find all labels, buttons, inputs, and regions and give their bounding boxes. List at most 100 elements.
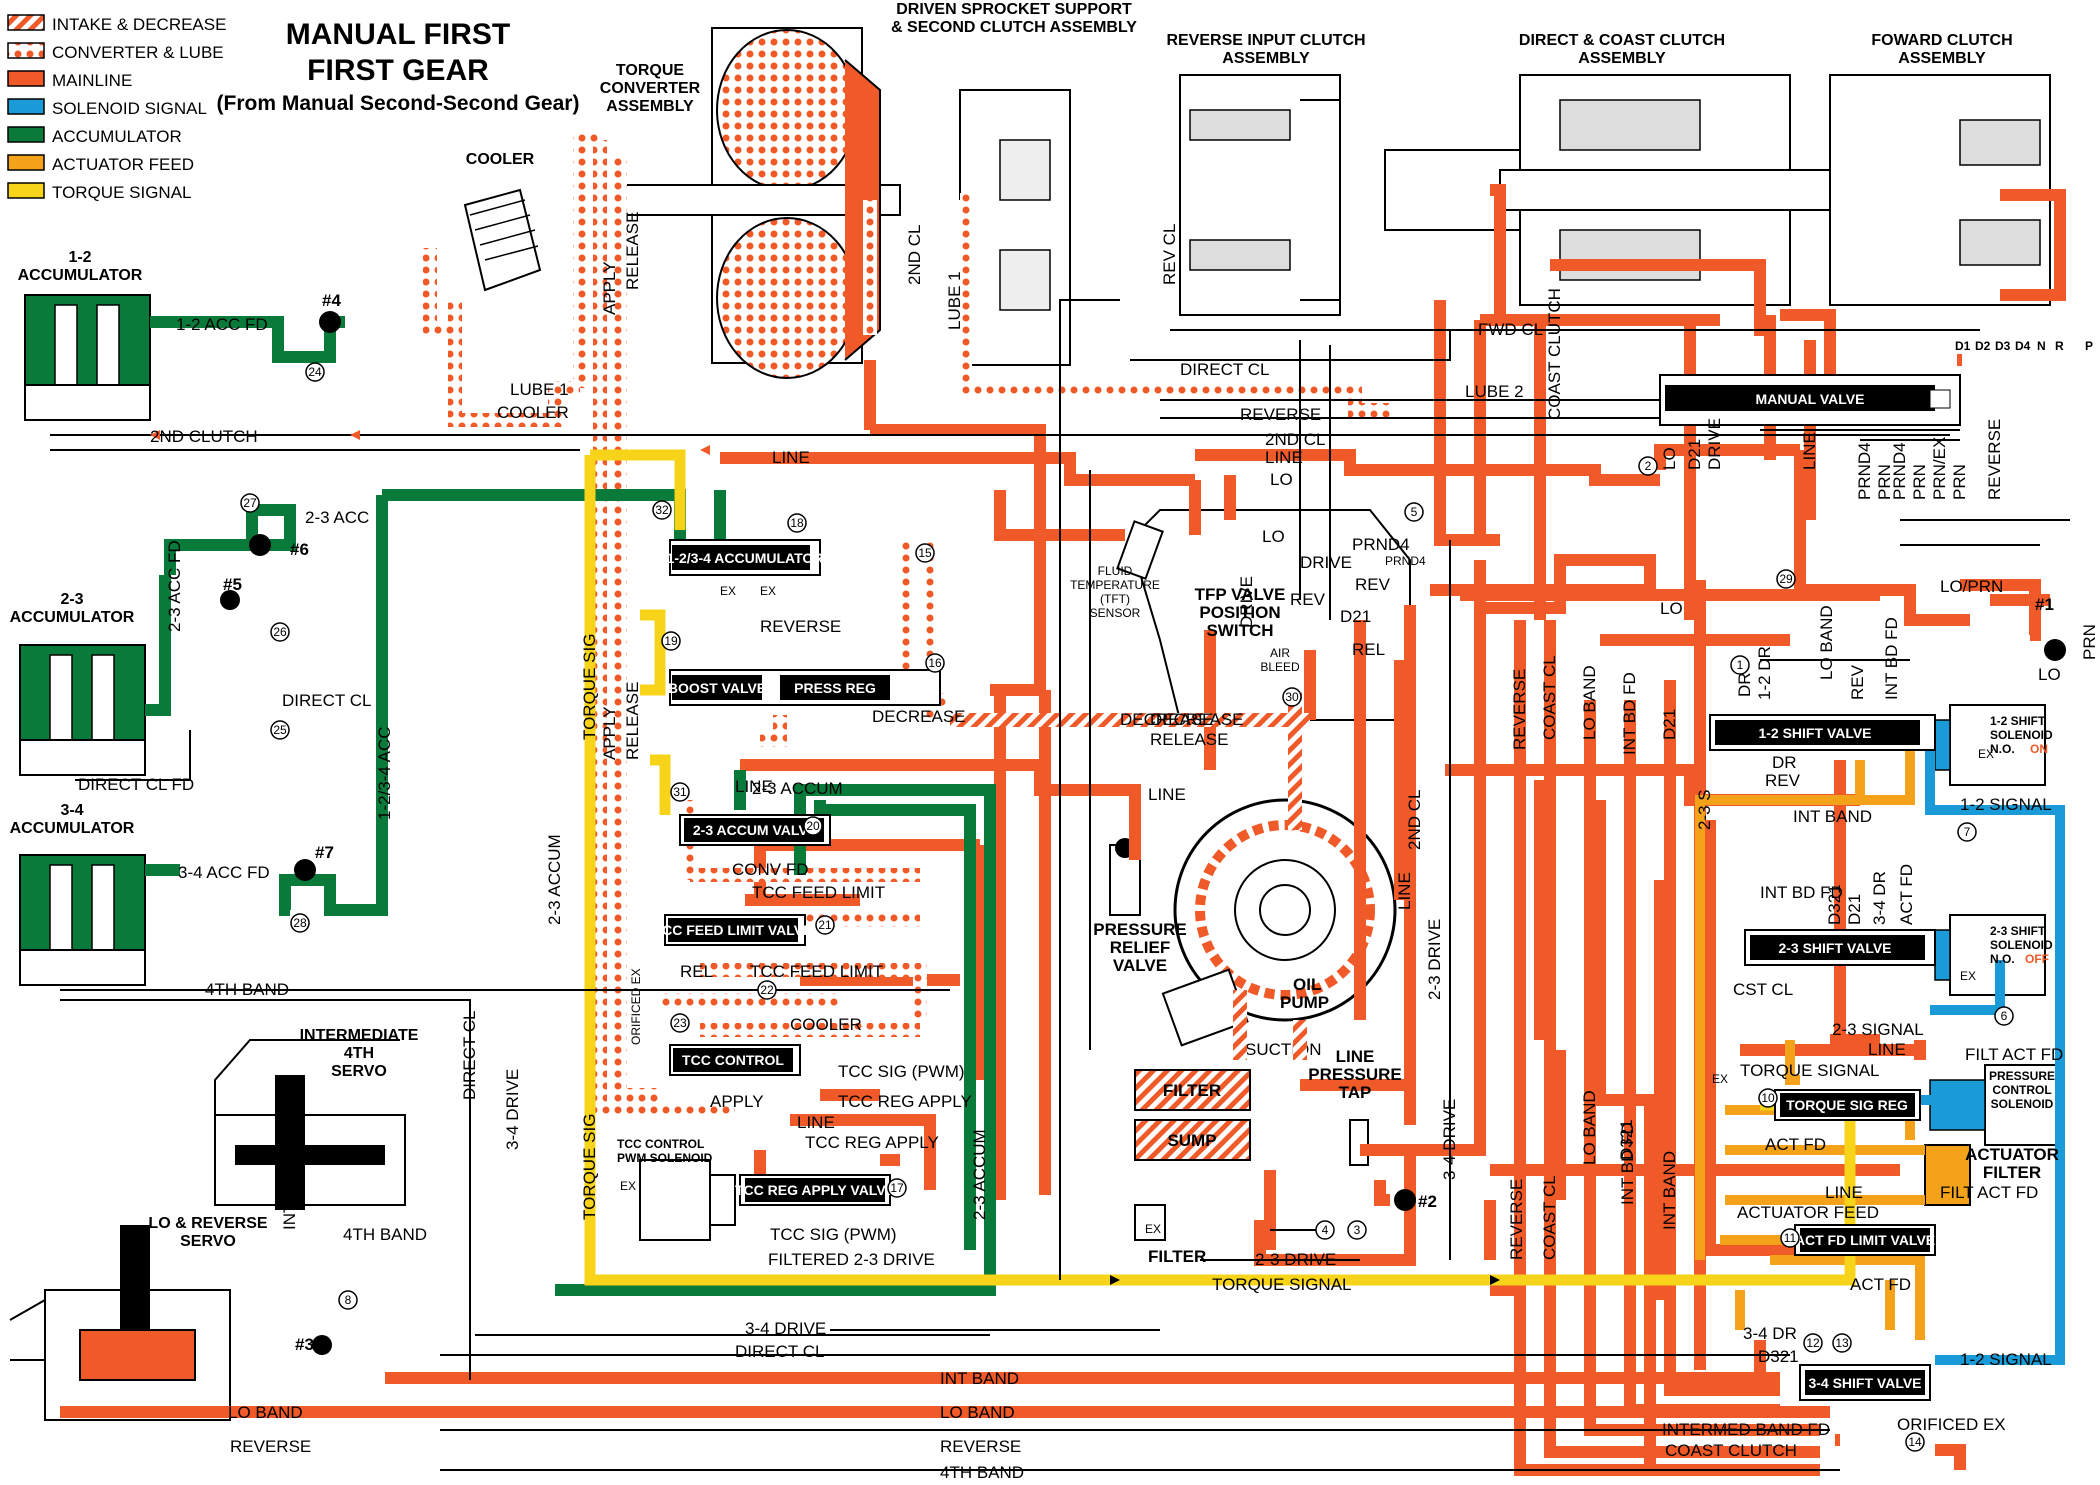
label-23accum-left: 2-3 ACCUM — [545, 834, 564, 925]
range-r: R — [2055, 339, 2064, 353]
tcc-reg-apply-valve: TCC REG APPLY VALVE — [735, 1174, 895, 1206]
svg-text:23: 23 — [673, 1016, 687, 1030]
label-tccsigpwm-2: TCC SIG (PWM) — [770, 1225, 897, 1244]
label-lo-2: LO — [1660, 599, 1683, 618]
exhaust-labels: EX EX EX EX EX EX EX ORIFICED EX — [620, 584, 1994, 1236]
label-reverse: REVERSE — [230, 1437, 311, 1456]
svg-text:19: 19 — [664, 634, 678, 648]
sol12-label-4: ON — [2030, 742, 2048, 756]
label-reverse-mid2: REVERSE — [1510, 669, 1529, 750]
label-lube2: LUBE 2 — [1465, 382, 1524, 401]
acc-23-body — [19, 644, 146, 776]
orifice-20: 20 — [803, 816, 823, 836]
label-23drive-mid: 2-3 DRIVE — [1425, 919, 1444, 1000]
oil-pump — [1161, 798, 1397, 1047]
label-4thband: 4TH BAND — [205, 980, 289, 999]
label-orificedex: ORIFICED EX — [1897, 1415, 2006, 1434]
ex-label-2: EX — [760, 584, 776, 598]
forward-heading-1: FOWARD CLUTCH — [1871, 32, 2012, 49]
pressure-relief-label-3: VALVE — [1113, 956, 1167, 975]
torque-sig-reg-label: TORQUE SIG REG — [1786, 1097, 1908, 1113]
svg-text:13: 13 — [1835, 1336, 1849, 1350]
label-23signal: 2-3 SIGNAL — [1832, 1020, 1924, 1039]
shift-34-valve: 3-4 SHIFT VALVE — [1799, 1364, 1931, 1401]
checkball-1 — [2044, 639, 2066, 661]
svg-text:8: 8 — [345, 1293, 352, 1307]
label-lo-3: LO — [2038, 665, 2061, 684]
label-intbdfd-v: INT BD FD — [1620, 672, 1639, 755]
label-34drive-bottom: 3-4 DRIVE — [745, 1319, 826, 1338]
label-directclfd: DIRECT CL FD — [78, 775, 194, 794]
label-torquesignal-r: TORQUE SIGNAL — [1740, 1061, 1880, 1080]
acc12-heading-2: ACCUMULATOR — [18, 267, 143, 284]
label-release: RELEASE — [623, 212, 642, 290]
acc-34-body — [19, 854, 146, 986]
label-decrease-2: DECREASE — [1150, 710, 1244, 729]
checkball-2 — [1394, 1189, 1416, 1211]
svg-text:10: 10 — [1761, 1091, 1775, 1105]
checkball-5 — [220, 590, 240, 610]
label-34drive-mid: 3-4 DRIVE — [1440, 1099, 1459, 1180]
label-filtactfd: FILT ACT FD — [1965, 1045, 2063, 1064]
acc12-heading-1: 1-2 — [68, 249, 91, 266]
label-d21-r: D21 — [1845, 894, 1864, 925]
svg-text:32: 32 — [655, 503, 669, 517]
assembly-headings: TORQUE CONVERTER ASSEMBLY DRIVEN SPROCKE… — [10, 1, 2013, 1250]
legend-swatch-intake — [7, 14, 45, 31]
tfp-label-2: POSITION — [1199, 603, 1280, 622]
label-tccfeedlimit-2: TCC FEED LIMIT — [750, 962, 883, 981]
label-actfd-2: ACT FD — [1850, 1275, 1911, 1294]
checkball-5-label: #5 — [223, 575, 242, 594]
shift23-label: 2-3 SHIFT VALVE — [1778, 940, 1891, 956]
label-drive-tfp: DRIVE — [1237, 576, 1256, 628]
svg-text:7: 7 — [1964, 825, 1971, 839]
label-d321-r: D321 — [1825, 884, 1844, 925]
label-directcl-top: DIRECT CL — [1180, 360, 1269, 379]
pcs-label-1: PRESSURE — [1989, 1069, 2055, 1083]
oil-pump-label-2: PUMP — [1280, 993, 1329, 1012]
label-line-mid: LINE — [1395, 872, 1414, 910]
tcc-control-valve: TCC CONTROL — [669, 1044, 801, 1076]
acc-12-body — [24, 294, 151, 421]
checkball-6-label: #6 — [290, 540, 309, 559]
legend-swatch-actuator — [7, 154, 45, 171]
label-34drive-left: 3-4 DRIVE — [503, 1069, 522, 1150]
sump-box — [1134, 1119, 1251, 1161]
tfp-label-3: SWITCH — [1206, 621, 1273, 640]
label-intband-mid: INT BAND — [940, 1369, 1019, 1388]
svg-text:11: 11 — [1784, 1231, 1797, 1245]
label-line-5: LINE — [797, 1113, 835, 1132]
label-torquesig: TORQUE SIG — [580, 634, 599, 740]
int-servo-heading-3: SERVO — [331, 1063, 387, 1080]
label-convfd: CONV FD — [732, 860, 809, 879]
orifice-5: 5 — [1404, 502, 1424, 522]
svg-text:29: 29 — [1779, 572, 1793, 586]
acc34-heading-2: ACCUMULATOR — [10, 820, 135, 837]
label-release-3: RELEASE — [1150, 730, 1228, 749]
orifice-11: 11 — [1780, 1228, 1800, 1248]
label-dr12: 1-2 DR — [1755, 646, 1774, 700]
tft-label-4: SENSOR — [1090, 606, 1141, 620]
label-tccfeedlimit: TCC FEED LIMIT — [752, 883, 885, 902]
ex-label-8: ORIFICED EX — [629, 968, 643, 1045]
checkball-7 — [294, 859, 316, 881]
label-directcl: DIRECT CL — [282, 691, 371, 710]
svg-text:24: 24 — [308, 365, 322, 379]
label-12signal-2: 1-2 SIGNAL — [1960, 1350, 2052, 1369]
label-d21-top: D21 — [1685, 439, 1704, 470]
acc23-heading-1: 2-3 — [60, 591, 83, 608]
accum23-valve-label: 2-3 ACCUM VALVE — [693, 822, 817, 838]
label-release-2: RELEASE — [623, 682, 642, 760]
label-cooler-2: COOLER — [790, 1015, 862, 1034]
int-servo-heading-2: 4TH — [344, 1045, 374, 1062]
label-d21-tfp: D21 — [1340, 607, 1371, 626]
label-directcl-left: DIRECT CL — [460, 1011, 479, 1100]
orifice-15: 15 — [915, 543, 935, 563]
label-intband-b: INT BAND — [1660, 1151, 1679, 1230]
ex-label-5: EX — [1145, 1222, 1161, 1236]
range-p: P — [2085, 339, 2093, 353]
label-loband-b: LO BAND — [1580, 1090, 1599, 1165]
label-actuatorfeed: ACTUATOR FEED — [1737, 1203, 1879, 1222]
svg-text:27: 27 — [243, 496, 257, 510]
tc-heading-1: TORQUE — [616, 62, 684, 79]
